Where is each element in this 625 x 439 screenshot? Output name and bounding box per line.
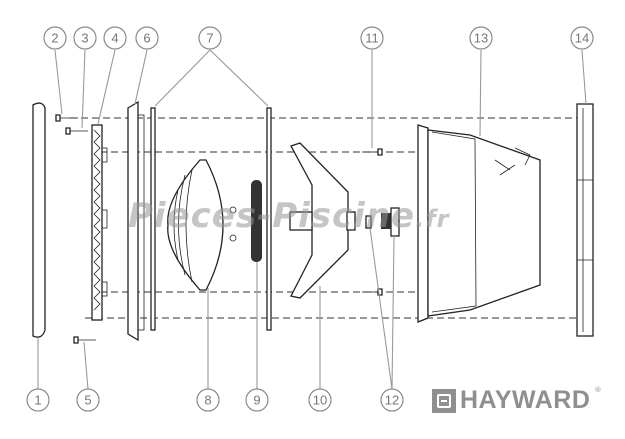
svg-text:4: 4 <box>111 31 118 46</box>
leader-lines <box>37 49 587 390</box>
part-14-wall-plate <box>576 103 594 337</box>
part-7-gasket-front <box>150 107 156 331</box>
callout-5: 5 <box>76 388 100 412</box>
part-10-reflector <box>289 142 356 299</box>
svg-text:8: 8 <box>204 393 211 408</box>
part-4-lens-frame <box>91 124 108 321</box>
callout-8: 8 <box>196 388 220 412</box>
callout-6: 6 <box>135 26 159 50</box>
callout-3: 3 <box>73 26 97 50</box>
callout-9: 9 <box>245 388 269 412</box>
logo-registered: ® <box>594 386 602 394</box>
callout-11: 11 <box>360 26 384 50</box>
callout-10: 10 <box>308 388 332 412</box>
hayward-logo: HAYWARD ® <box>432 386 601 415</box>
part-1-trim-ring <box>32 102 46 338</box>
part-12-connector <box>365 207 400 237</box>
part-2-screw <box>55 114 78 122</box>
svg-text:5: 5 <box>84 393 91 408</box>
part-13-niche-housing <box>417 124 541 323</box>
callout-1: 1 <box>26 388 50 412</box>
part-8-lamp <box>167 159 237 291</box>
part-7-gasket-rear <box>266 107 272 331</box>
svg-text:3: 3 <box>81 31 88 46</box>
hayward-h-icon <box>432 388 456 413</box>
watermark: Pieces-Piscine.fr <box>128 196 450 236</box>
svg-text:14: 14 <box>575 31 589 46</box>
callout-7: 7 <box>198 26 222 50</box>
watermark-text: Pieces-Piscine <box>128 196 416 236</box>
callout-4: 4 <box>103 26 127 50</box>
svg-text:9: 9 <box>253 393 260 408</box>
callout-12: 12 <box>380 388 404 412</box>
part-9-seal <box>251 180 262 262</box>
callout-14: 14 <box>570 26 594 50</box>
logo-text: HAYWARD <box>460 386 591 414</box>
watermark-suffix: .fr <box>415 205 450 233</box>
svg-text:13: 13 <box>474 31 488 46</box>
part-5-screw <box>73 336 96 344</box>
svg-text:1: 1 <box>34 393 41 408</box>
part-11-screw <box>362 148 383 296</box>
svg-text:2: 2 <box>51 31 58 46</box>
svg-text:7: 7 <box>206 31 213 46</box>
callout-2: 2 <box>43 26 67 50</box>
svg-text:11: 11 <box>365 31 379 46</box>
part-3-screw <box>65 127 88 135</box>
callout-13: 13 <box>469 26 493 50</box>
svg-text:6: 6 <box>143 31 150 46</box>
part-6-rim <box>127 100 145 342</box>
svg-text:10: 10 <box>313 393 327 408</box>
svg-text:12: 12 <box>385 393 399 408</box>
